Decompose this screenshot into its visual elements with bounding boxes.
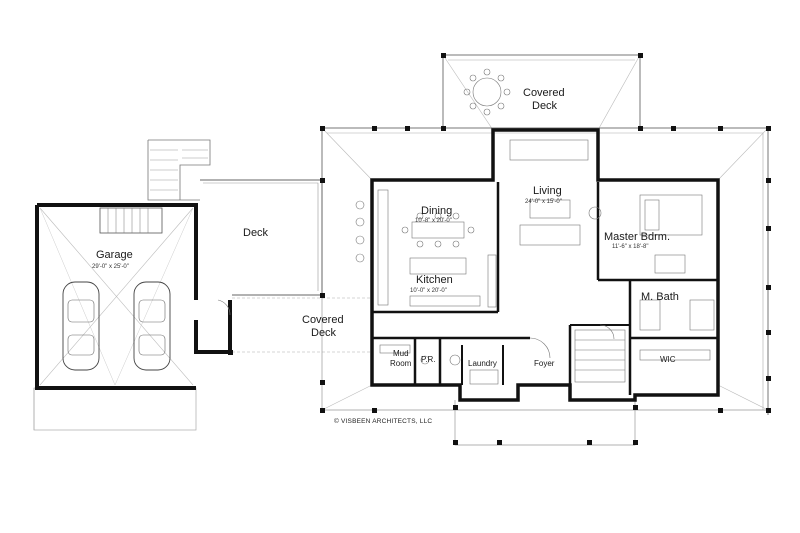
posts xyxy=(228,53,771,445)
copyright-note: © VISBEEN ARCHITECTS, LLC xyxy=(334,418,433,425)
pr-label: P.R. xyxy=(421,355,436,364)
porch-outlines xyxy=(321,54,769,446)
kitchen-dims: 10'-0" x 20'-0" xyxy=(410,288,447,294)
dining-label: Dining xyxy=(421,205,453,217)
wic-label: WIC xyxy=(660,355,676,364)
mud-room-label: Mud xyxy=(393,349,409,358)
covered-deck-mid-label: Covered xyxy=(302,314,344,326)
laundry-label: Laundry xyxy=(468,359,497,368)
foyer-label: Foyer xyxy=(534,359,555,368)
m-bath-label: M. Bath xyxy=(641,291,679,303)
mud-room-label-2: Room xyxy=(390,359,412,368)
car-left xyxy=(62,281,100,371)
living-label: Living xyxy=(533,185,562,197)
interior-details xyxy=(217,68,715,385)
garage-dims: 29'-0" x 25'-0" xyxy=(92,264,129,270)
dining-dims: 10'-8" x 20'-0" xyxy=(415,218,452,224)
master-bdrm-dims: 11'-6" x 18'-8" xyxy=(612,244,649,250)
house-walls xyxy=(370,128,720,402)
kitchen-label: Kitchen xyxy=(416,274,453,286)
living-dims: 24'-0" x 15'-0" xyxy=(525,199,562,205)
garage-label: Garage xyxy=(96,249,133,261)
covered-deck-top-label-2: Deck xyxy=(532,100,558,112)
covered-deck-top-label: Covered xyxy=(523,87,565,99)
garage-walls xyxy=(35,203,232,390)
car-right xyxy=(133,281,171,371)
deck-area xyxy=(200,179,372,353)
garage-block xyxy=(33,139,232,431)
master-bdrm-label: Master Bdrm. xyxy=(604,231,671,243)
driveway-apron xyxy=(33,387,197,431)
deck-label: Deck xyxy=(243,227,269,239)
covered-deck-mid-label-2: Deck xyxy=(311,327,337,339)
